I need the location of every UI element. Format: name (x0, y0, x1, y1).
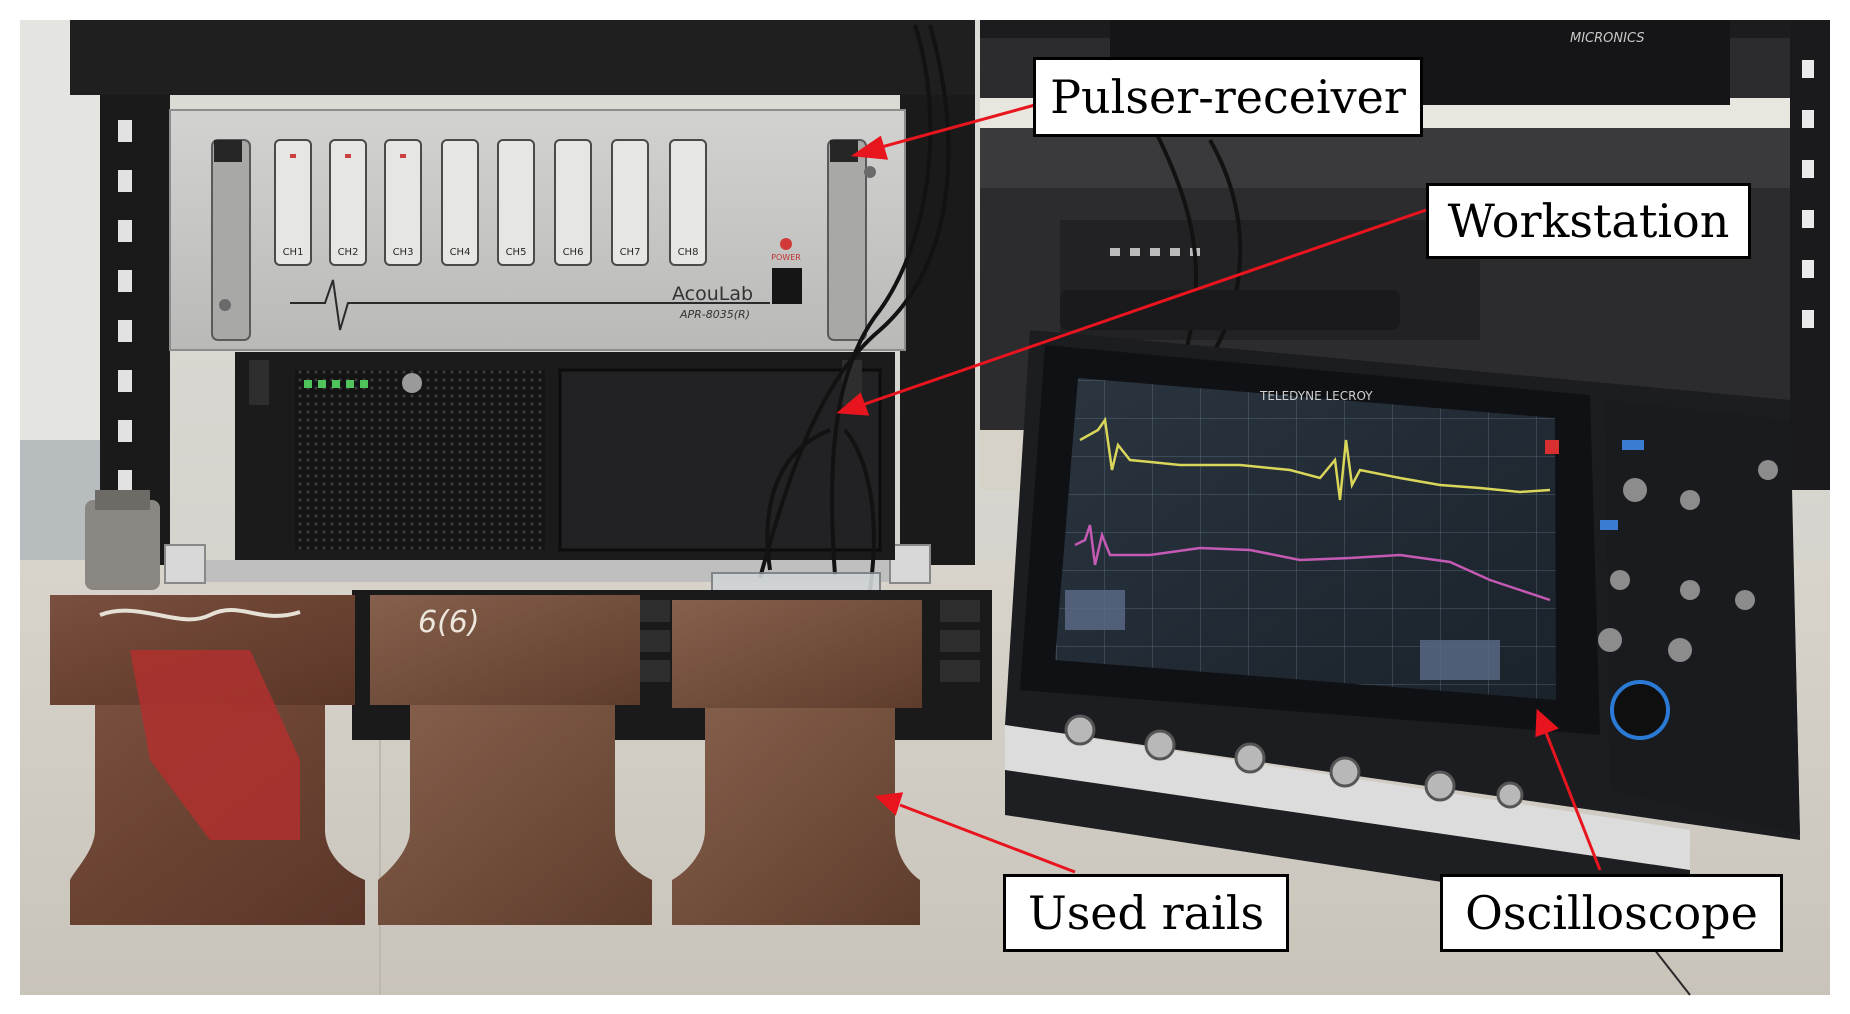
pulser-brand: AcouLab (672, 283, 753, 305)
red-paint-mark (130, 650, 300, 840)
label-oscilloscope: Oscilloscope (1440, 874, 1783, 952)
channel-label: CH8 (678, 247, 699, 258)
monitor-brand: MICRONICS (1570, 31, 1645, 46)
magenta-trace (1074, 524, 1551, 602)
workstation-unit (235, 352, 895, 560)
pulser-model: APR-8035(R) (679, 308, 750, 321)
power-label: POWER (771, 253, 801, 262)
channel-label: CH3 (393, 247, 414, 258)
rail-marking: 6(6) (418, 605, 480, 640)
pulser-receiver-unit: CH1 CH2 CH3 CH4 CH5 CH6 CH7 CH8 POWER Ac… (169, 109, 906, 351)
power-led (780, 238, 792, 250)
label-used-rails: Used rails (1003, 874, 1289, 952)
channel-label: CH2 (338, 247, 359, 258)
channel-label: CH1 (283, 247, 304, 258)
oscilloscope-brand: TELEDYNE LECROY (1259, 389, 1373, 403)
channel-label: CH7 (620, 247, 641, 258)
oscilloscope-device: TELEDYNE LECROY (1005, 290, 1800, 920)
channel-label: CH4 (450, 247, 471, 258)
channel-label: CH6 (563, 247, 584, 258)
rail-3 (672, 600, 922, 925)
rail-2: 6(6) (370, 595, 652, 925)
power-switch (772, 268, 802, 304)
yellow-trace (1079, 416, 1551, 501)
channel-label: CH5 (506, 247, 527, 258)
equipment-rack (70, 20, 975, 584)
label-workstation: Workstation (1426, 183, 1751, 259)
rail-1 (50, 595, 365, 925)
annotation-arrows (836, 103, 1602, 874)
label-pulser-receiver: Pulser-receiver (1033, 57, 1423, 137)
pulse-logo-line (290, 279, 770, 331)
valve-fitting (85, 500, 160, 590)
